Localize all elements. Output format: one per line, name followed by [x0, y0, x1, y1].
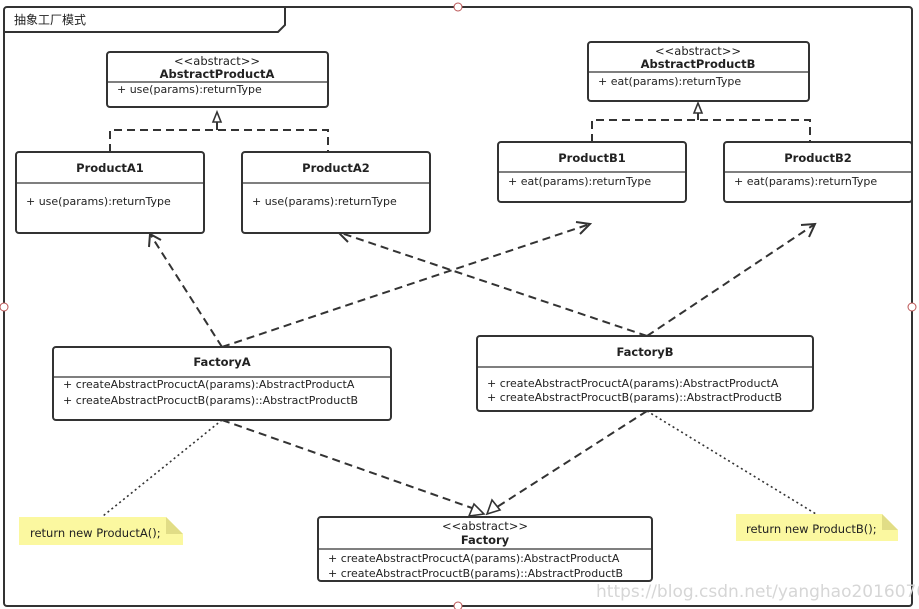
class-product-b1[interactable]: ProductB1 + eat(params):returnType — [497, 141, 687, 203]
realization-factoryB-factory — [485, 410, 648, 516]
stereotype: <<abstract>> — [174, 54, 260, 68]
method: + createAbstractProcuctB(params)::Abstra… — [328, 567, 623, 580]
class-abstract-product-b[interactable]: <<abstract>> AbstractProductB + eat(para… — [587, 41, 810, 102]
method: + createAbstractProcuctA(params):Abstrac… — [328, 552, 620, 565]
class-name: ProductA1 — [76, 161, 144, 175]
method: + eat(params):returnType — [508, 175, 651, 188]
class-name: FactoryB — [616, 345, 673, 359]
class-factory-b[interactable]: FactoryB + createAbstractProcuctA(params… — [476, 335, 814, 412]
note-text: return new ProductB(); — [746, 522, 877, 536]
inheritance-a — [109, 109, 329, 152]
class-name: FactoryA — [193, 355, 250, 369]
class-name: ProductB2 — [784, 151, 852, 165]
note-text: return new ProductA(); — [30, 526, 161, 540]
class-name: ProductB1 — [558, 151, 626, 165]
class-name: AbstractProductA — [160, 67, 275, 81]
resize-handle-right[interactable] — [907, 302, 917, 312]
method: + use(params):returnType — [26, 195, 171, 208]
method: + createAbstractProcuctA(params):Abstrac… — [63, 378, 355, 391]
stereotype: <<abstract>> — [442, 519, 528, 533]
class-factory-a[interactable]: FactoryA + createAbstractProcuctA(params… — [52, 346, 392, 421]
method: + eat(params):returnType — [598, 75, 741, 88]
dependency-factoryB-productB2 — [646, 222, 817, 337]
class-name: Factory — [461, 533, 510, 547]
method: + use(params):returnType — [252, 195, 397, 208]
class-product-a1[interactable]: ProductA1 + use(params):returnType — [15, 151, 205, 234]
class-product-b2[interactable]: ProductB2 + eat(params):returnType — [723, 141, 913, 203]
dependency-factoryA-productB1 — [221, 221, 593, 348]
class-factory[interactable]: <<abstract>> Factory + createAbstractPro… — [317, 516, 653, 582]
resize-handle-bottom[interactable] — [453, 601, 463, 609]
frame-title-tab — [4, 7, 286, 33]
method: + use(params):returnType — [117, 83, 262, 96]
note-product-a[interactable]: return new ProductA(); — [19, 517, 183, 545]
watermark: https://blog.csdn.net/yanghao20160703010… — [596, 582, 919, 602]
resize-handle-left[interactable] — [0, 302, 9, 312]
class-abstract-product-a[interactable]: <<abstract>> AbstractProductA + use(para… — [106, 51, 329, 108]
stereotype: <<abstract>> — [655, 44, 741, 58]
note-link-a — [102, 419, 223, 517]
resize-handle-top[interactable] — [453, 2, 463, 12]
generalization-arrowhead — [692, 100, 704, 114]
class-product-a2[interactable]: ProductA2 + use(params):returnType — [241, 151, 431, 234]
frame-title: 抽象工厂模式 — [14, 13, 86, 27]
inheritance-b — [591, 100, 811, 142]
note-product-b[interactable]: return new ProductB(); — [736, 514, 898, 541]
method: + createAbstractProcuctB(params)::Abstra… — [487, 391, 782, 404]
class-name: AbstractProductB — [641, 57, 756, 71]
method: + createAbstractProcuctA(params):Abstrac… — [487, 377, 779, 390]
generalization-arrowhead — [211, 109, 223, 123]
method: + eat(params):returnType — [734, 175, 877, 188]
class-name: ProductA2 — [302, 161, 370, 175]
method: + createAbstractProcuctB(params)::Abstra… — [63, 394, 358, 407]
realization-factoryA-factory — [221, 419, 486, 517]
